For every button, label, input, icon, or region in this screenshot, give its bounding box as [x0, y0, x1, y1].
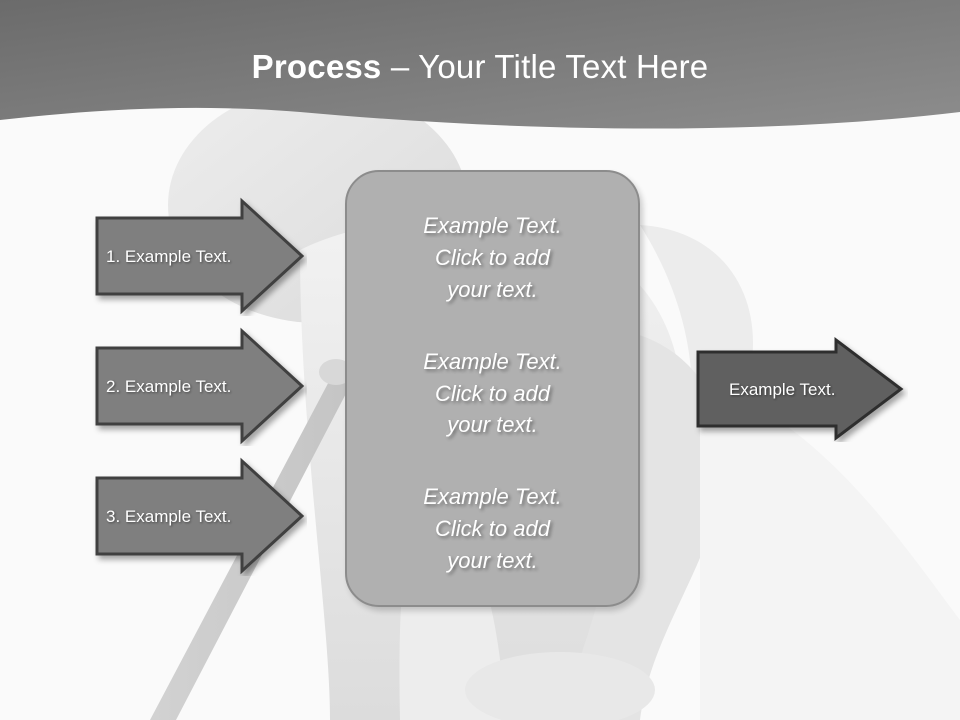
process-step-arrow-1-label: 1. Example Text. — [106, 247, 232, 266]
page-title-strong: Process — [251, 48, 382, 85]
process-output-arrow-label: Example Text. — [729, 380, 836, 399]
process-step-arrow-3[interactable]: 3. Example Text. — [92, 456, 307, 576]
page-title-rest: – Your Title Text Here — [381, 48, 709, 85]
center-box-paragraph-2: Example Text. Click to add your text. — [423, 348, 562, 438]
process-step-arrow-2-label: 2. Example Text. — [106, 377, 232, 396]
page-title: Process – Your Title Text Here — [0, 50, 960, 83]
process-step-arrow-1[interactable]: 1. Example Text. — [92, 196, 307, 316]
center-box-paragraph-1: Example Text. Click to add your text. — [423, 213, 562, 302]
process-step-arrow-2[interactable]: 2. Example Text. — [92, 326, 307, 446]
center-box-paragraph-3: Example Text. Click to add your text. — [423, 484, 562, 574]
center-content-box[interactable]: Example Text. Click to add your text. Ex… — [345, 170, 640, 607]
header-band — [0, 0, 960, 129]
process-step-arrow-3-label: 3. Example Text. — [106, 507, 232, 526]
process-output-arrow[interactable]: Example Text. — [693, 336, 908, 442]
